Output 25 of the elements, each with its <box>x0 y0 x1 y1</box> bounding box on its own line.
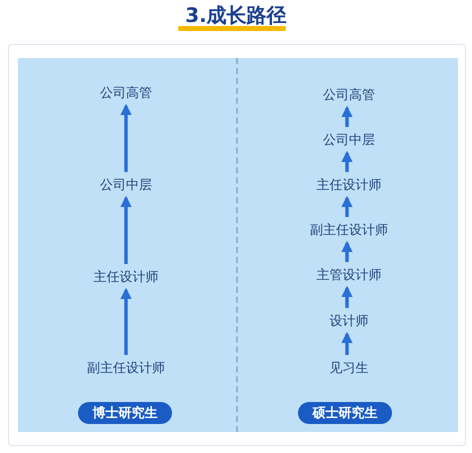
panel-background <box>18 58 236 432</box>
career-level: 见习生 <box>294 357 404 379</box>
career-level: 副主任设计师 <box>71 357 181 379</box>
career-level: 主任设计师 <box>294 174 404 196</box>
title: 3.成长路径 <box>184 2 288 28</box>
career-level: 设计师 <box>294 310 404 332</box>
career-level: 公司高管 <box>71 82 181 104</box>
panel-background <box>236 58 458 432</box>
up-arrow <box>120 104 132 172</box>
up-arrow <box>341 196 353 217</box>
career-level: 副主任设计师 <box>294 219 404 241</box>
degree-label: 硕士研究生 <box>298 402 392 424</box>
career-level: 公司中层 <box>294 129 404 151</box>
up-arrow <box>341 150 353 172</box>
up-arrow <box>120 196 132 264</box>
degree-label: 博士研究生 <box>78 402 172 424</box>
up-arrow <box>120 288 132 355</box>
career-level: 主任设计师 <box>71 266 181 288</box>
career-level: 公司高管 <box>294 84 404 106</box>
up-arrow <box>341 240 353 262</box>
up-arrow <box>341 106 353 127</box>
career-level: 公司中层 <box>71 174 181 196</box>
up-arrow <box>341 332 353 355</box>
up-arrow <box>341 286 353 308</box>
career-level: 主管设计师 <box>294 264 404 286</box>
